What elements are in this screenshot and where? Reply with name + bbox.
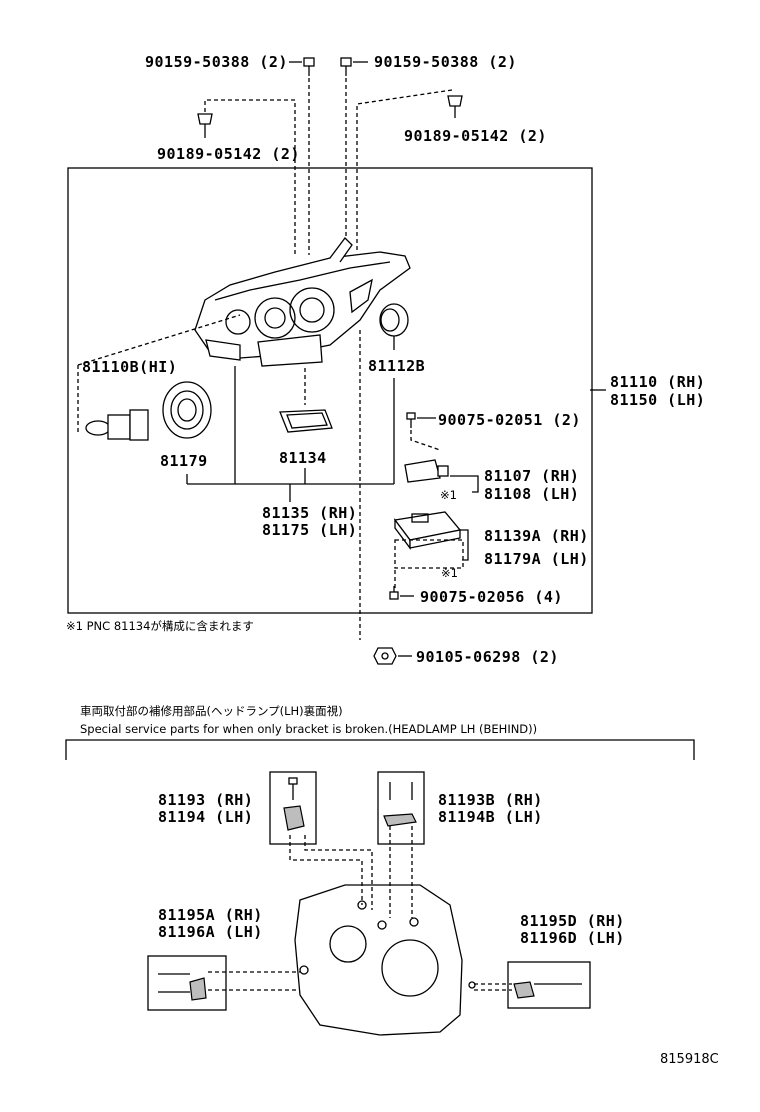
bulb-drawing (85, 409, 149, 441)
label-screw-02051: 90075-02051 (2) (438, 411, 581, 429)
cap-81112b-drawing (379, 303, 409, 337)
section-title-jp: 車両取付部の補修用部品(ヘッドランプ(LH)裏面視) (80, 704, 343, 718)
label-ballast-rh: 81139A (RH) (484, 527, 589, 545)
label-headlamp-rh: 81110 (RH) (610, 373, 706, 391)
label-gasket: 81134 (279, 449, 327, 467)
bracket-81193b-part (383, 782, 417, 827)
label-clip-left: 90189-05142 (2) (157, 145, 300, 163)
label-screw-02056: 90075-02056 (4) (420, 588, 563, 606)
bracket-81195a-box (147, 955, 227, 1011)
cover-81179-drawing (162, 381, 212, 439)
label-81193-rh: 81193 (RH) (158, 791, 254, 809)
label-81194b-lh: 81194B (LH) (438, 808, 543, 826)
gasket-81134-drawing (279, 409, 333, 433)
label-81195a-rh: 81195A (RH) (158, 906, 263, 924)
label-cover: 81179 (160, 452, 208, 470)
label-81196d-lh: 81196D (LH) (520, 929, 625, 947)
bolt-right-icon (340, 57, 352, 76)
label-mark1-a: ※1 (440, 488, 457, 502)
bracket-81193-box (269, 771, 317, 845)
label-bolt-right: 90159-50388 (2) (374, 53, 517, 71)
label-ballast-lh: 81179A (LH) (484, 550, 589, 568)
label-81194-lh: 81194 (LH) (158, 808, 254, 826)
label-nut-06298: 90105-06298 (2) (416, 648, 559, 666)
label-headlamp-lh: 81150 (LH) (610, 391, 706, 409)
headlamp-lh-back-view (294, 884, 476, 1036)
screw-02056-icon (389, 586, 399, 600)
main-assembly-frame (67, 167, 593, 614)
clip-left-icon (197, 113, 213, 138)
nut-06298-icon (373, 647, 397, 665)
label-clip-right: 90189-05142 (2) (404, 127, 547, 145)
headlamp-assembly-drawing (194, 237, 411, 367)
label-81195d-rh: 81195D (RH) (520, 912, 625, 930)
bracket-81195a-part (158, 973, 207, 1001)
computer-81107-drawing (404, 459, 449, 483)
section-title-en: Special service parts for when only brac… (80, 722, 538, 736)
label-cap: 81112B (368, 357, 426, 375)
label-81193b-rh: 81193B (RH) (438, 791, 543, 809)
label-computer-rh: 81107 (RH) (484, 467, 580, 485)
label-mark1-b: ※1 (441, 566, 458, 580)
footnote: ※1 PNC 81134が構成に含まれます (66, 619, 254, 633)
label-bolt-left: 90159-50388 (2) (145, 53, 288, 71)
bracket-81193b-box (377, 771, 425, 845)
service-parts-frame (65, 739, 695, 760)
label-computer-lh: 81108 (LH) (484, 485, 580, 503)
label-sub-lh: 81175 (LH) (262, 521, 358, 539)
label-sub-rh: 81135 (RH) (262, 504, 358, 522)
label-81196a-lh: 81196A (LH) (158, 923, 263, 941)
label-bulb: 81110B(HI) (82, 358, 178, 376)
bracket-81195d-part (513, 981, 582, 999)
figure-id: 815918C (660, 1052, 719, 1067)
clip-right-icon (447, 95, 463, 118)
bolt-left-icon (303, 57, 315, 76)
bracket-81195d-box (507, 961, 591, 1009)
screw-02051-icon (406, 412, 416, 428)
ballast-81139a-drawing (393, 511, 462, 550)
bracket-81193-part (283, 777, 305, 831)
